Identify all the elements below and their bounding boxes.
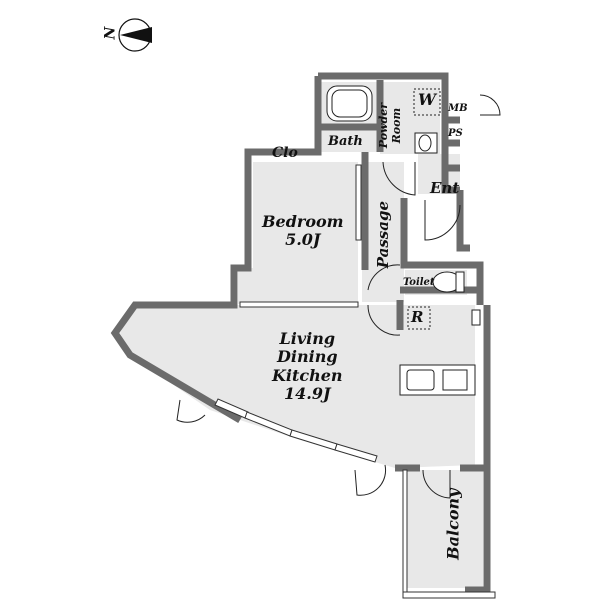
walls <box>110 72 491 594</box>
door-swings <box>176 94 501 499</box>
ldk-label: Living Dining Kitchen 14.9J <box>272 329 343 404</box>
bedroom-name: Bedroom <box>262 212 344 231</box>
ps-label: PS <box>448 128 463 139</box>
powder-room-line1: Powder <box>377 103 390 149</box>
ldk-size: 14.9J <box>284 384 331 404</box>
floor-fills <box>120 82 483 588</box>
bedroom-label: Bedroom 5.0J <box>262 212 344 250</box>
balcony-label: Balcony <box>443 488 463 560</box>
entrance-label: Ent <box>430 179 460 197</box>
refrigerator-label: R <box>411 308 424 326</box>
north-arrow-icon <box>118 18 152 52</box>
bedroom-size: 5.0J <box>285 230 321 250</box>
bath-label: Bath <box>328 134 363 149</box>
ldk-line3: Kitchen <box>272 365 343 385</box>
compass-label: N <box>102 26 119 40</box>
ldk-line1: Living <box>279 329 336 348</box>
toilet-label: Toilet <box>403 277 435 288</box>
closet-label: Clo <box>272 145 298 161</box>
washer-label: W <box>418 90 436 109</box>
powder-room-line2: Room <box>389 107 403 144</box>
powder-room-label: Powder Room <box>377 103 403 149</box>
ldk-line2: Dining <box>277 347 338 367</box>
mb-label: MB <box>448 103 468 114</box>
fixtures <box>326 85 481 396</box>
windows <box>214 164 496 599</box>
passage-label: Passage <box>374 201 392 269</box>
